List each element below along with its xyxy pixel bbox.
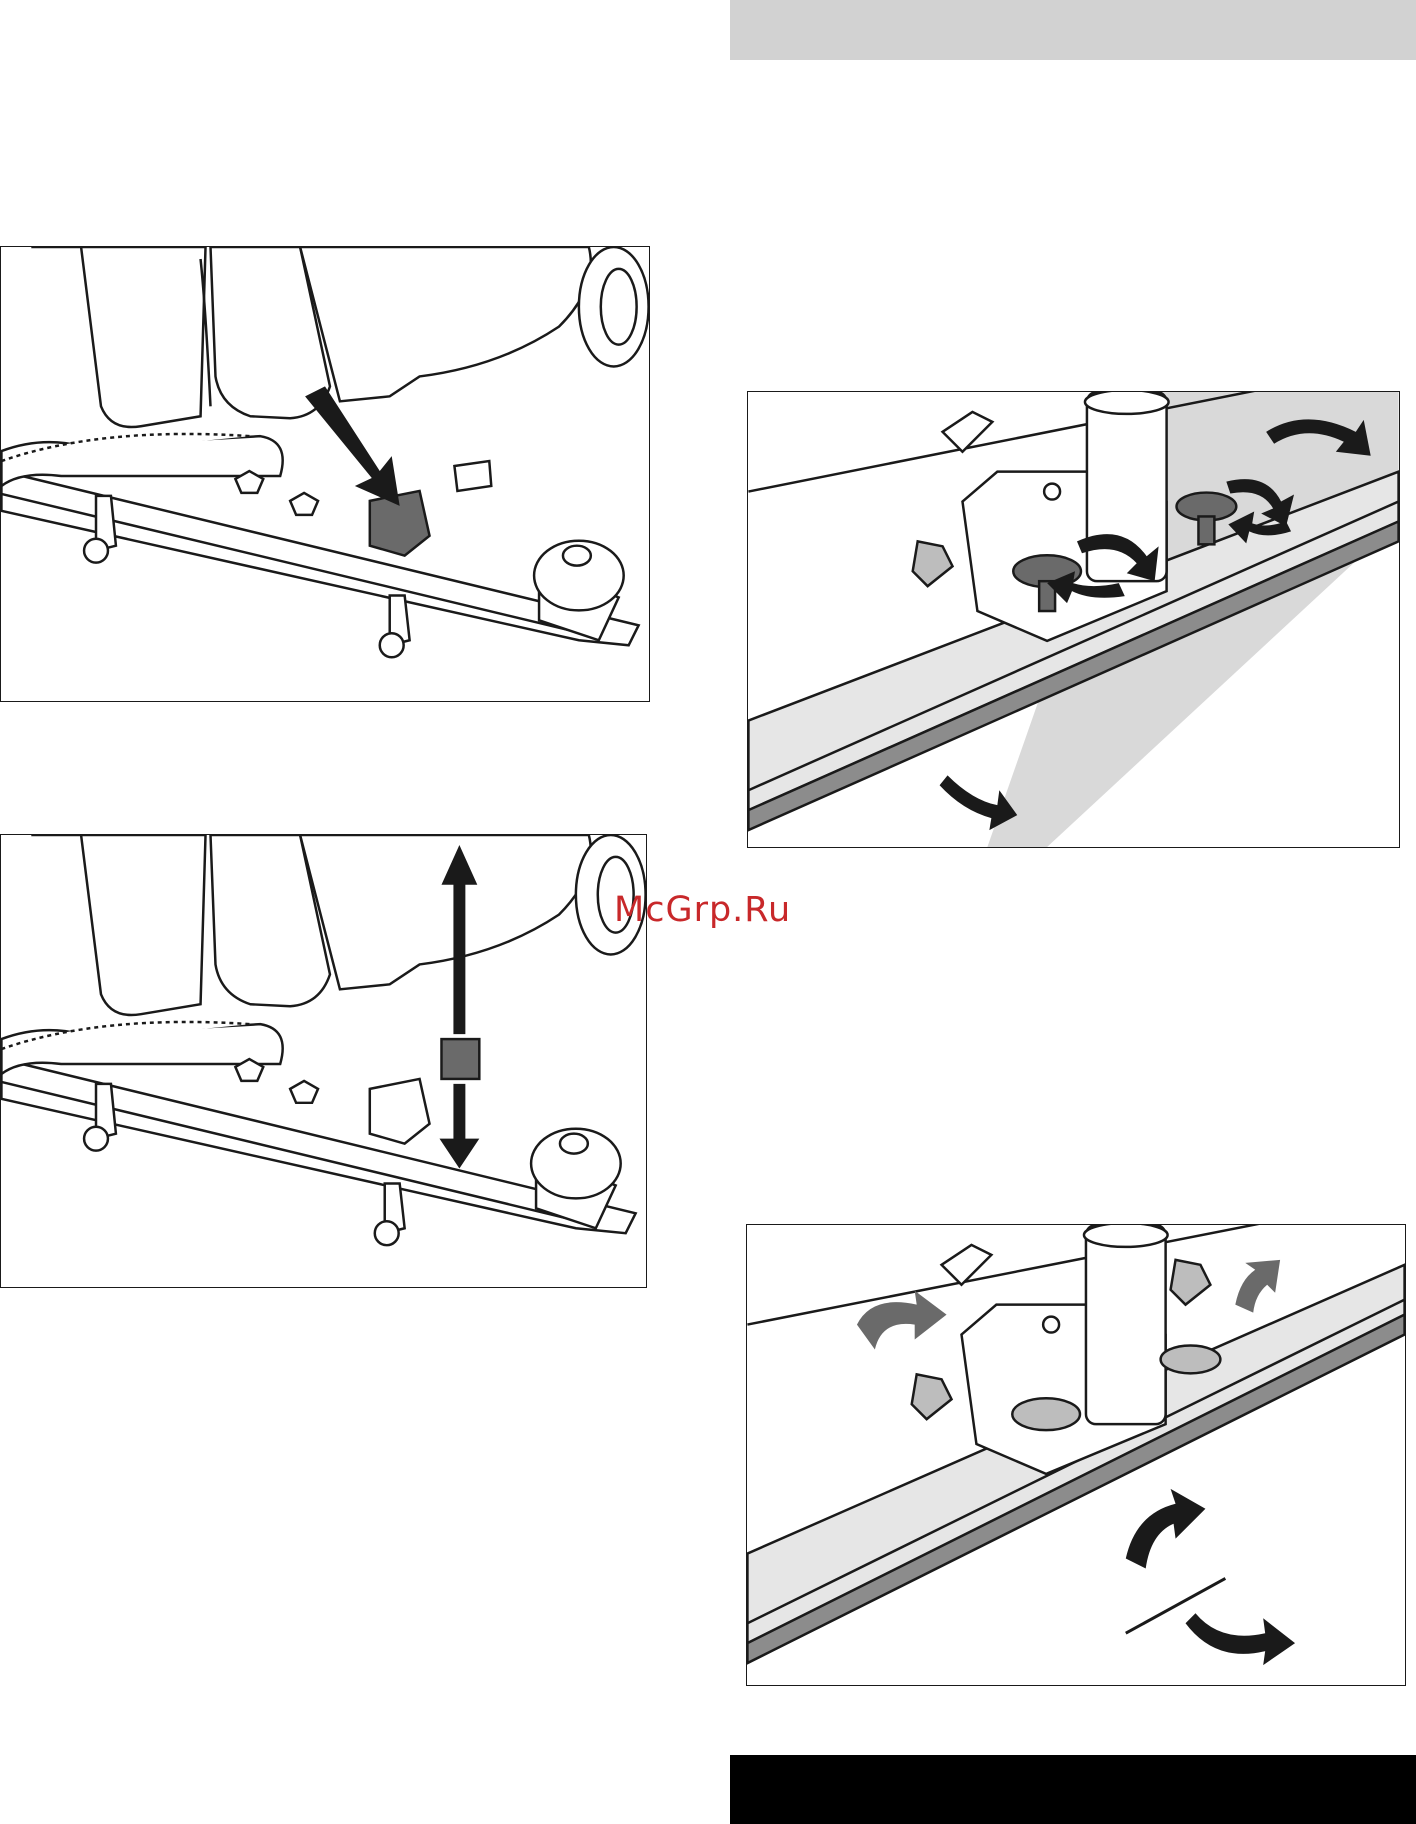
squeegee-knob-loosen-illustration (748, 392, 1399, 847)
figure-squeegee-pedal-press (0, 246, 650, 702)
squeegee-pedal-press-illustration (1, 247, 649, 701)
figure-squeegee-lift-lever (0, 834, 647, 1288)
figure-squeegee-knob-loosen (747, 391, 1400, 848)
watermark-text: McGrp.Ru (614, 890, 791, 930)
footer-bar (730, 1755, 1416, 1824)
squeegee-blade-rotate-illustration (747, 1225, 1405, 1685)
header-bar (730, 0, 1416, 60)
squeegee-lift-lever-illustration (1, 835, 646, 1287)
figure-squeegee-blade-rotate (746, 1224, 1406, 1686)
